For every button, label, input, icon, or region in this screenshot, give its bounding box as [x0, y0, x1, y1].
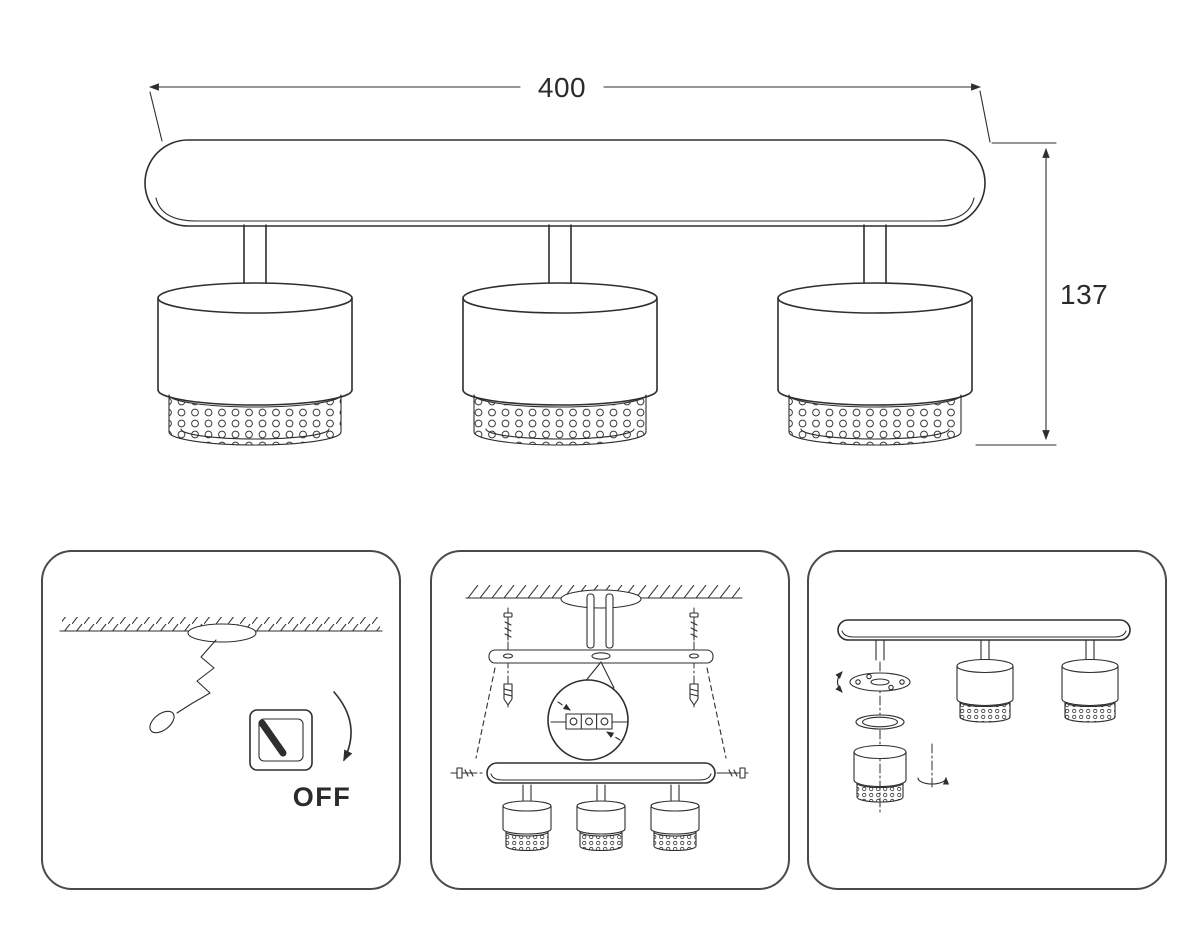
trim-ring: [855, 714, 905, 730]
step-panel-3: [807, 550, 1167, 890]
screw-icon: [503, 612, 513, 641]
power-off-label: OFF: [293, 782, 352, 812]
lamp-head: [956, 658, 1014, 723]
lamp-head: [576, 800, 626, 852]
screw-icon: [689, 612, 699, 641]
width-dimension: 400: [149, 72, 991, 143]
power-switch-icon: [249, 709, 313, 771]
side-screw-icon: [716, 767, 752, 779]
lamp-mesh-band: [788, 394, 962, 446]
panel-frame: [41, 550, 401, 890]
ceiling-mount-bar: [144, 139, 986, 227]
terminal-block: [565, 713, 613, 730]
step-panel-1: OFF: [41, 550, 401, 890]
main-fixture-drawing: 400 137: [144, 72, 1108, 446]
lamp-shade-exploded: [853, 744, 907, 803]
height-dimension: 137: [975, 142, 1108, 446]
height-dimension-label: 137: [1060, 279, 1108, 310]
step-panel-2: [430, 550, 790, 890]
fixture-assembly: [486, 762, 716, 852]
lamp-mesh-band: [473, 394, 647, 446]
rotate-arrow-icon: [835, 671, 843, 693]
ceiling-canopy: [560, 589, 642, 609]
lamp-stems: [243, 224, 887, 292]
width-dimension-label: 400: [538, 72, 586, 103]
lamp-head: [1061, 658, 1119, 723]
alignment-guides: [475, 667, 727, 759]
lamp-head: [777, 282, 973, 446]
lamp-stems: [522, 784, 680, 804]
wire-pull-tool-icon: [149, 639, 217, 734]
lamp-stems: [875, 639, 1095, 664]
ceiling-hole: [187, 623, 257, 643]
lamp-head: [650, 800, 700, 852]
lamp-mesh-band: [168, 394, 342, 446]
lamp-head: [502, 800, 552, 852]
wiring-detail-callout: [547, 661, 629, 761]
lamp-head: [462, 282, 658, 446]
hanger-rods: [586, 593, 614, 649]
mounting-bracket: [488, 649, 714, 664]
fixture-bar: [837, 619, 1131, 641]
lamp-head: [157, 282, 353, 446]
turn-off-arrow-icon: [333, 691, 353, 762]
wall-anchor-icon: [689, 683, 699, 706]
side-screw-icon: [450, 767, 486, 779]
rotation-indicator-icon: [917, 743, 950, 791]
wall-anchor-icon: [503, 683, 513, 706]
mounting-plate: [849, 672, 911, 692]
